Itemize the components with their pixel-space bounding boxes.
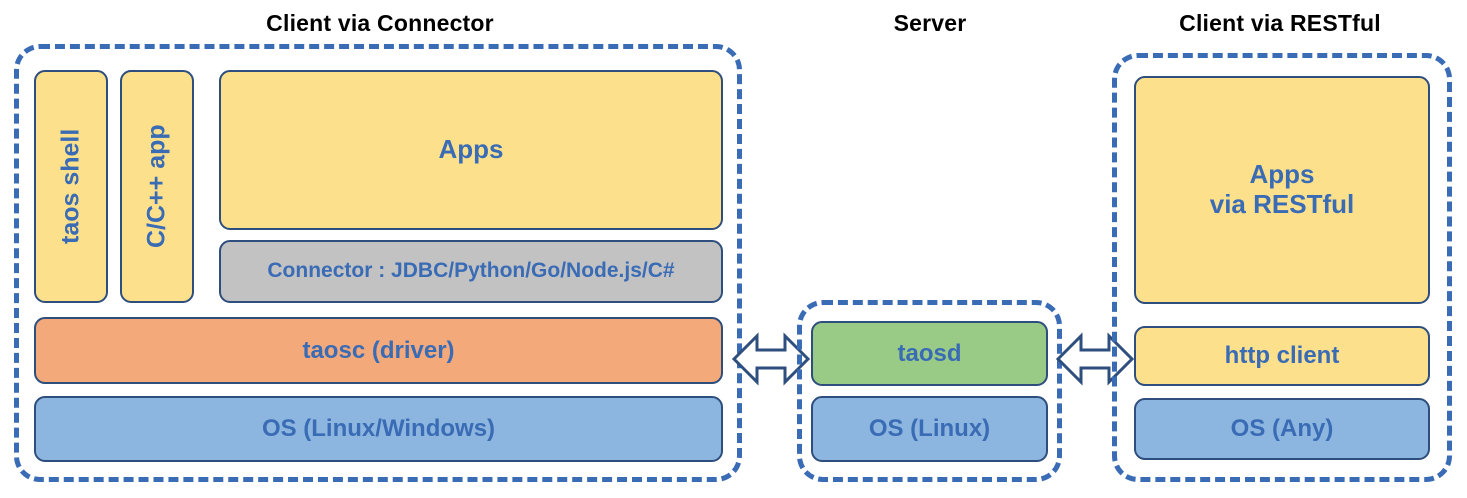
box-os-linux-windows[interactable]: OS (Linux/Windows) bbox=[34, 396, 723, 462]
box-taos-shell[interactable]: taos shell bbox=[34, 70, 108, 303]
bidirectional-arrow-left bbox=[731, 328, 811, 390]
panel-client-connector bbox=[14, 44, 742, 482]
box-apps-via-restful[interactable]: Apps via RESTful bbox=[1134, 76, 1430, 304]
box-apps-via-restful-line2: via RESTful bbox=[1209, 189, 1355, 219]
box-apps-via-restful-line1: Apps bbox=[1249, 159, 1315, 190]
panel-client-restful bbox=[1112, 53, 1452, 482]
panel-title-server: Server bbox=[893, 10, 967, 36]
box-http-client[interactable]: http client bbox=[1134, 326, 1430, 386]
box-taosd[interactable]: taosd bbox=[811, 321, 1048, 386]
panel-server bbox=[797, 300, 1062, 482]
box-c-cpp-app[interactable]: C/C++ app bbox=[120, 70, 194, 303]
box-apps[interactable]: Apps bbox=[219, 70, 723, 230]
box-connector[interactable]: Connector : JDBC/Python/Go/Node.js/C# bbox=[219, 240, 723, 303]
box-taosc-driver[interactable]: taosc (driver) bbox=[34, 317, 723, 384]
box-os-any[interactable]: OS (Any) bbox=[1134, 398, 1430, 460]
box-os-linux[interactable]: OS (Linux) bbox=[811, 396, 1048, 462]
panel-title-client-connector: Client via Connector bbox=[266, 10, 494, 36]
panel-title-client-restful: Client via RESTful bbox=[1179, 10, 1381, 36]
